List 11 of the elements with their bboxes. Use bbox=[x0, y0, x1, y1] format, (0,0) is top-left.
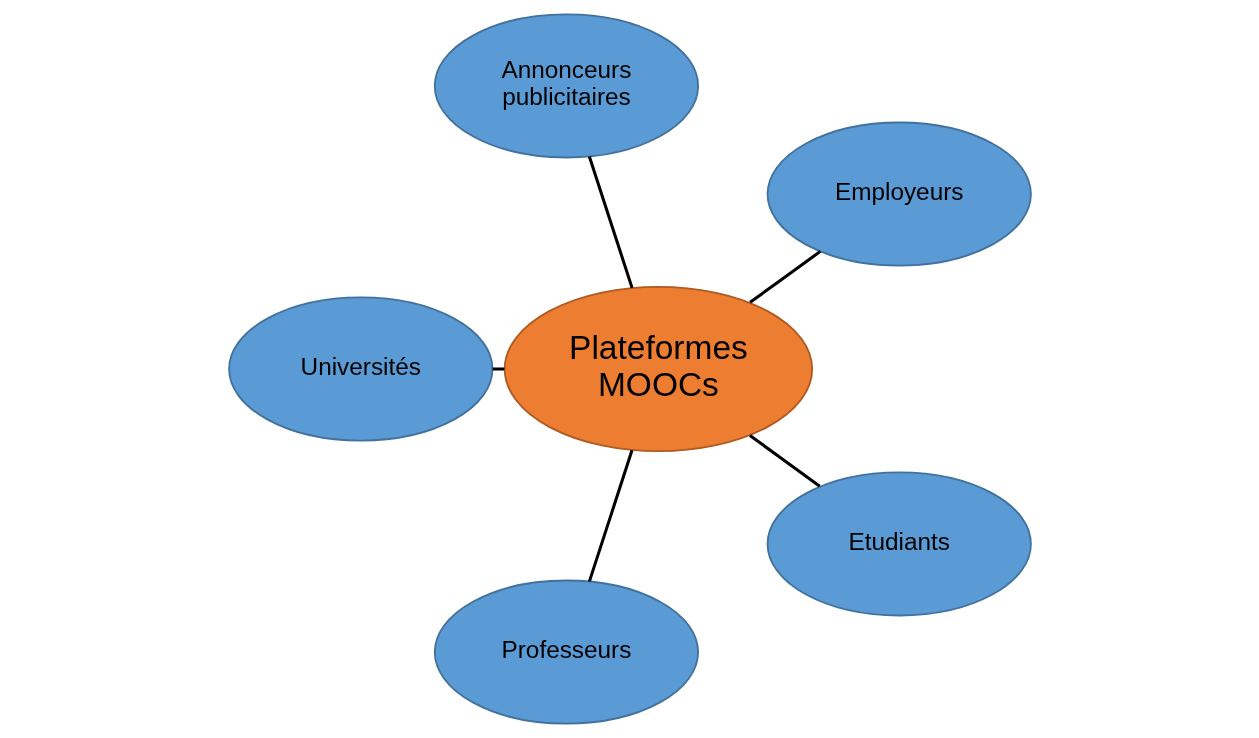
connector bbox=[492, 367, 504, 371]
connector bbox=[748, 250, 821, 304]
node-ellipse: Plateformes MOOCs bbox=[503, 285, 813, 453]
node-ellipse: Universités bbox=[227, 296, 493, 442]
connector bbox=[587, 156, 633, 289]
node-ellipse: Employeurs bbox=[766, 121, 1032, 267]
connector bbox=[748, 434, 821, 488]
connector bbox=[587, 449, 633, 582]
node-ellipse: Etudiants bbox=[766, 471, 1032, 617]
node-ellipse: Professeurs bbox=[433, 579, 699, 725]
node-ellipse: Annonceurs publicitaires bbox=[433, 13, 699, 159]
